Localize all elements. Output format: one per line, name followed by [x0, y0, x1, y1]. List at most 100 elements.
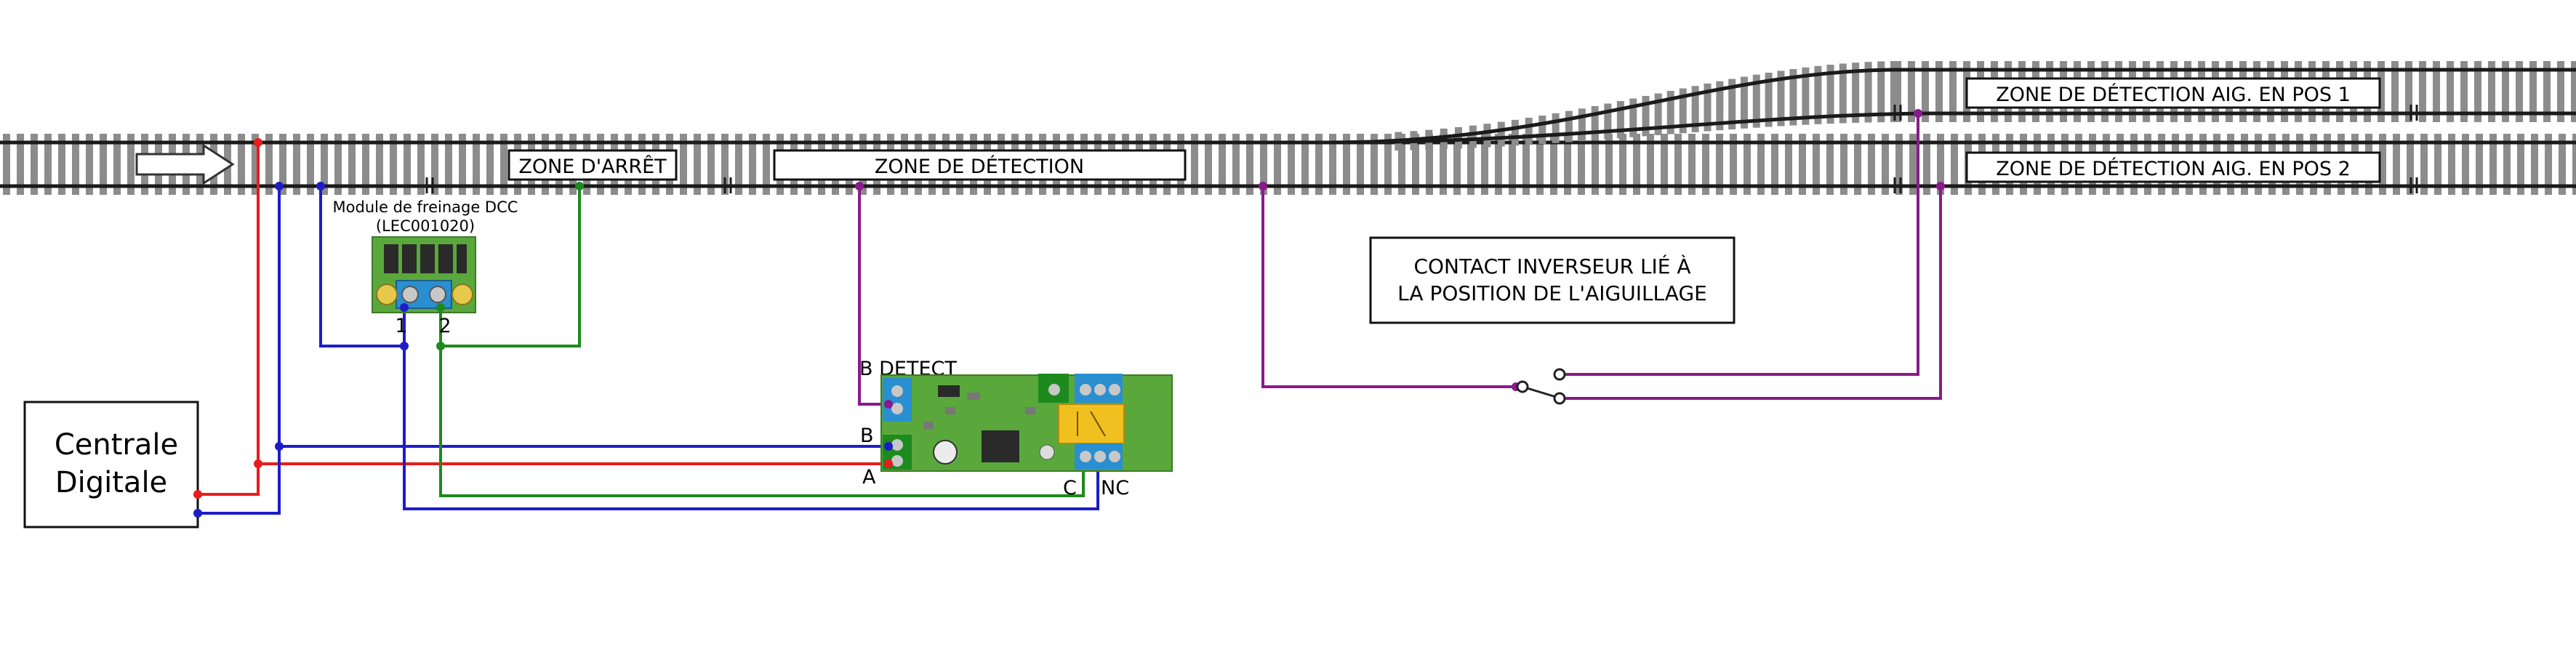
track-sleeper — [2460, 61, 2468, 122]
zone-pos1-label: ZONE DE DÉTECTION AIG. EN POS 1 — [1965, 77, 2381, 109]
track-sleeper — [1765, 72, 1773, 127]
svg-text:ZONE DE DÉTECTION AIG. EN POS: ZONE DE DÉTECTION AIG. EN POS 1 — [1996, 83, 2351, 106]
track-sleeper — [1522, 134, 1530, 195]
track-sleeper — [1274, 134, 1281, 195]
track-sleeper — [3, 134, 10, 195]
track-sleeper — [1412, 134, 1419, 195]
track-sleeper — [2502, 61, 2509, 122]
track-sleeper — [694, 134, 701, 195]
track-sleeper — [1591, 105, 1599, 140]
track-sleeper — [252, 134, 259, 195]
track-sleeper — [1951, 134, 1958, 195]
track-sleeper — [1877, 61, 1885, 123]
track-sleeper — [1785, 134, 1792, 195]
track-sleeper — [2405, 61, 2412, 122]
track-sleeper — [72, 134, 79, 195]
track-sleeper — [1799, 134, 1806, 195]
track-sleeper — [1802, 67, 1810, 125]
track-sleeper — [1691, 86, 1699, 132]
track-sleeper — [31, 134, 38, 195]
track-sleeper — [1469, 125, 1477, 148]
track-sleeper — [1232, 134, 1240, 195]
track-sleeper — [1426, 134, 1433, 195]
track-sleeper — [1578, 134, 1585, 195]
track-sleeper — [2572, 134, 2576, 195]
module-terminal-1: 1 — [395, 315, 407, 337]
track-sleeper — [2489, 134, 2497, 195]
module-terminal-2: 2 — [438, 315, 451, 337]
track-sleeper — [1752, 74, 1760, 128]
track-sleeper — [1937, 134, 1944, 195]
track-sleeper — [2434, 134, 2441, 195]
track-sleeper — [1688, 134, 1696, 195]
track-sleeper — [1511, 119, 1519, 146]
track-sleeper — [417, 134, 425, 195]
insulated-joints — [425, 105, 2418, 193]
track-sleeper — [1882, 134, 1889, 195]
track-sleeper — [1716, 134, 1723, 195]
track-sleeper — [1301, 134, 1309, 195]
track-sleeper — [1357, 134, 1364, 195]
detection-module: B DETECT B A C NC — [859, 358, 1173, 499]
zone-pos2-label: ZONE DE DÉTECTION AIG. EN POS 2 — [1965, 151, 2381, 183]
track-sleeper — [1813, 134, 1820, 195]
track-sleeper — [707, 134, 715, 195]
track-sleeper — [721, 134, 729, 195]
track-sleeper — [1592, 134, 1599, 195]
track-sleeper — [1315, 134, 1323, 195]
track-sleeper — [293, 134, 300, 195]
changeover-switch-icon — [1516, 368, 1566, 405]
track-sleeper — [100, 134, 107, 195]
svg-text:ZONE D'ARRÊT: ZONE D'ARRÊT — [518, 155, 667, 178]
track-sleeper — [1728, 79, 1736, 130]
track-sleeper — [486, 134, 494, 195]
track-sleeper — [1481, 134, 1488, 195]
track-sleeper — [2433, 61, 2440, 122]
track-sleeper — [404, 134, 411, 195]
track-sleeper — [1605, 134, 1613, 195]
track-sleeper — [1679, 88, 1687, 134]
track-sleeper — [1495, 134, 1502, 195]
track-sleeper — [1908, 61, 1915, 122]
track-sleeper — [1744, 134, 1751, 195]
track-sleeper — [2391, 61, 2399, 122]
track-sleeper — [1839, 63, 1847, 124]
track-sleeper — [2571, 61, 2576, 122]
module-reference: (LEC001020) — [376, 217, 475, 235]
track-sleeper — [1740, 76, 1748, 129]
track-sleeper — [1467, 134, 1474, 195]
track-sleeper — [1922, 61, 1929, 122]
track-sleeper — [473, 134, 480, 195]
track-sleeper — [1654, 93, 1662, 135]
track-sleeper — [1777, 71, 1785, 126]
track-sleeper — [1564, 134, 1571, 195]
track-sleeper — [2545, 134, 2552, 195]
track-sleeper — [1730, 134, 1737, 195]
track-sleeper — [1538, 115, 1546, 145]
track-sleeper — [1757, 134, 1765, 195]
svg-text:Digitale: Digitale — [55, 466, 167, 499]
track-sleeper — [2393, 134, 2400, 195]
track-sleeper — [1702, 134, 1709, 195]
wires — [198, 113, 1942, 515]
track-sleeper — [1895, 134, 1903, 195]
track-sleeper — [1666, 91, 1674, 134]
track-sleeper — [1343, 134, 1350, 195]
svg-text:ZONE DE DÉTECTION AIG. EN POS: ZONE DE DÉTECTION AIG. EN POS 2 — [1996, 157, 2351, 180]
track-sleeper — [1629, 98, 1637, 137]
track-sleeper — [1384, 134, 1392, 195]
track-sleeper — [2462, 134, 2469, 195]
module-title: Module de freinage DCC — [333, 198, 518, 216]
track-sleeper — [376, 134, 383, 195]
track-sleeper — [2420, 134, 2428, 195]
centrale-digitale-box: Centrale Digitale — [23, 401, 199, 529]
track-sleeper — [1642, 95, 1650, 137]
track-sleeper — [279, 134, 286, 195]
track-sleeper — [1483, 124, 1491, 148]
track-sleeper — [763, 134, 770, 195]
track-sleeper — [1497, 121, 1505, 147]
track-sleeper — [1536, 134, 1544, 195]
track-sleeper — [2447, 61, 2454, 122]
track-sleeper — [2531, 134, 2538, 195]
contact-label: CONTACT INVERSEUR LIÉ À LA POSITION DE L… — [1369, 236, 1736, 324]
